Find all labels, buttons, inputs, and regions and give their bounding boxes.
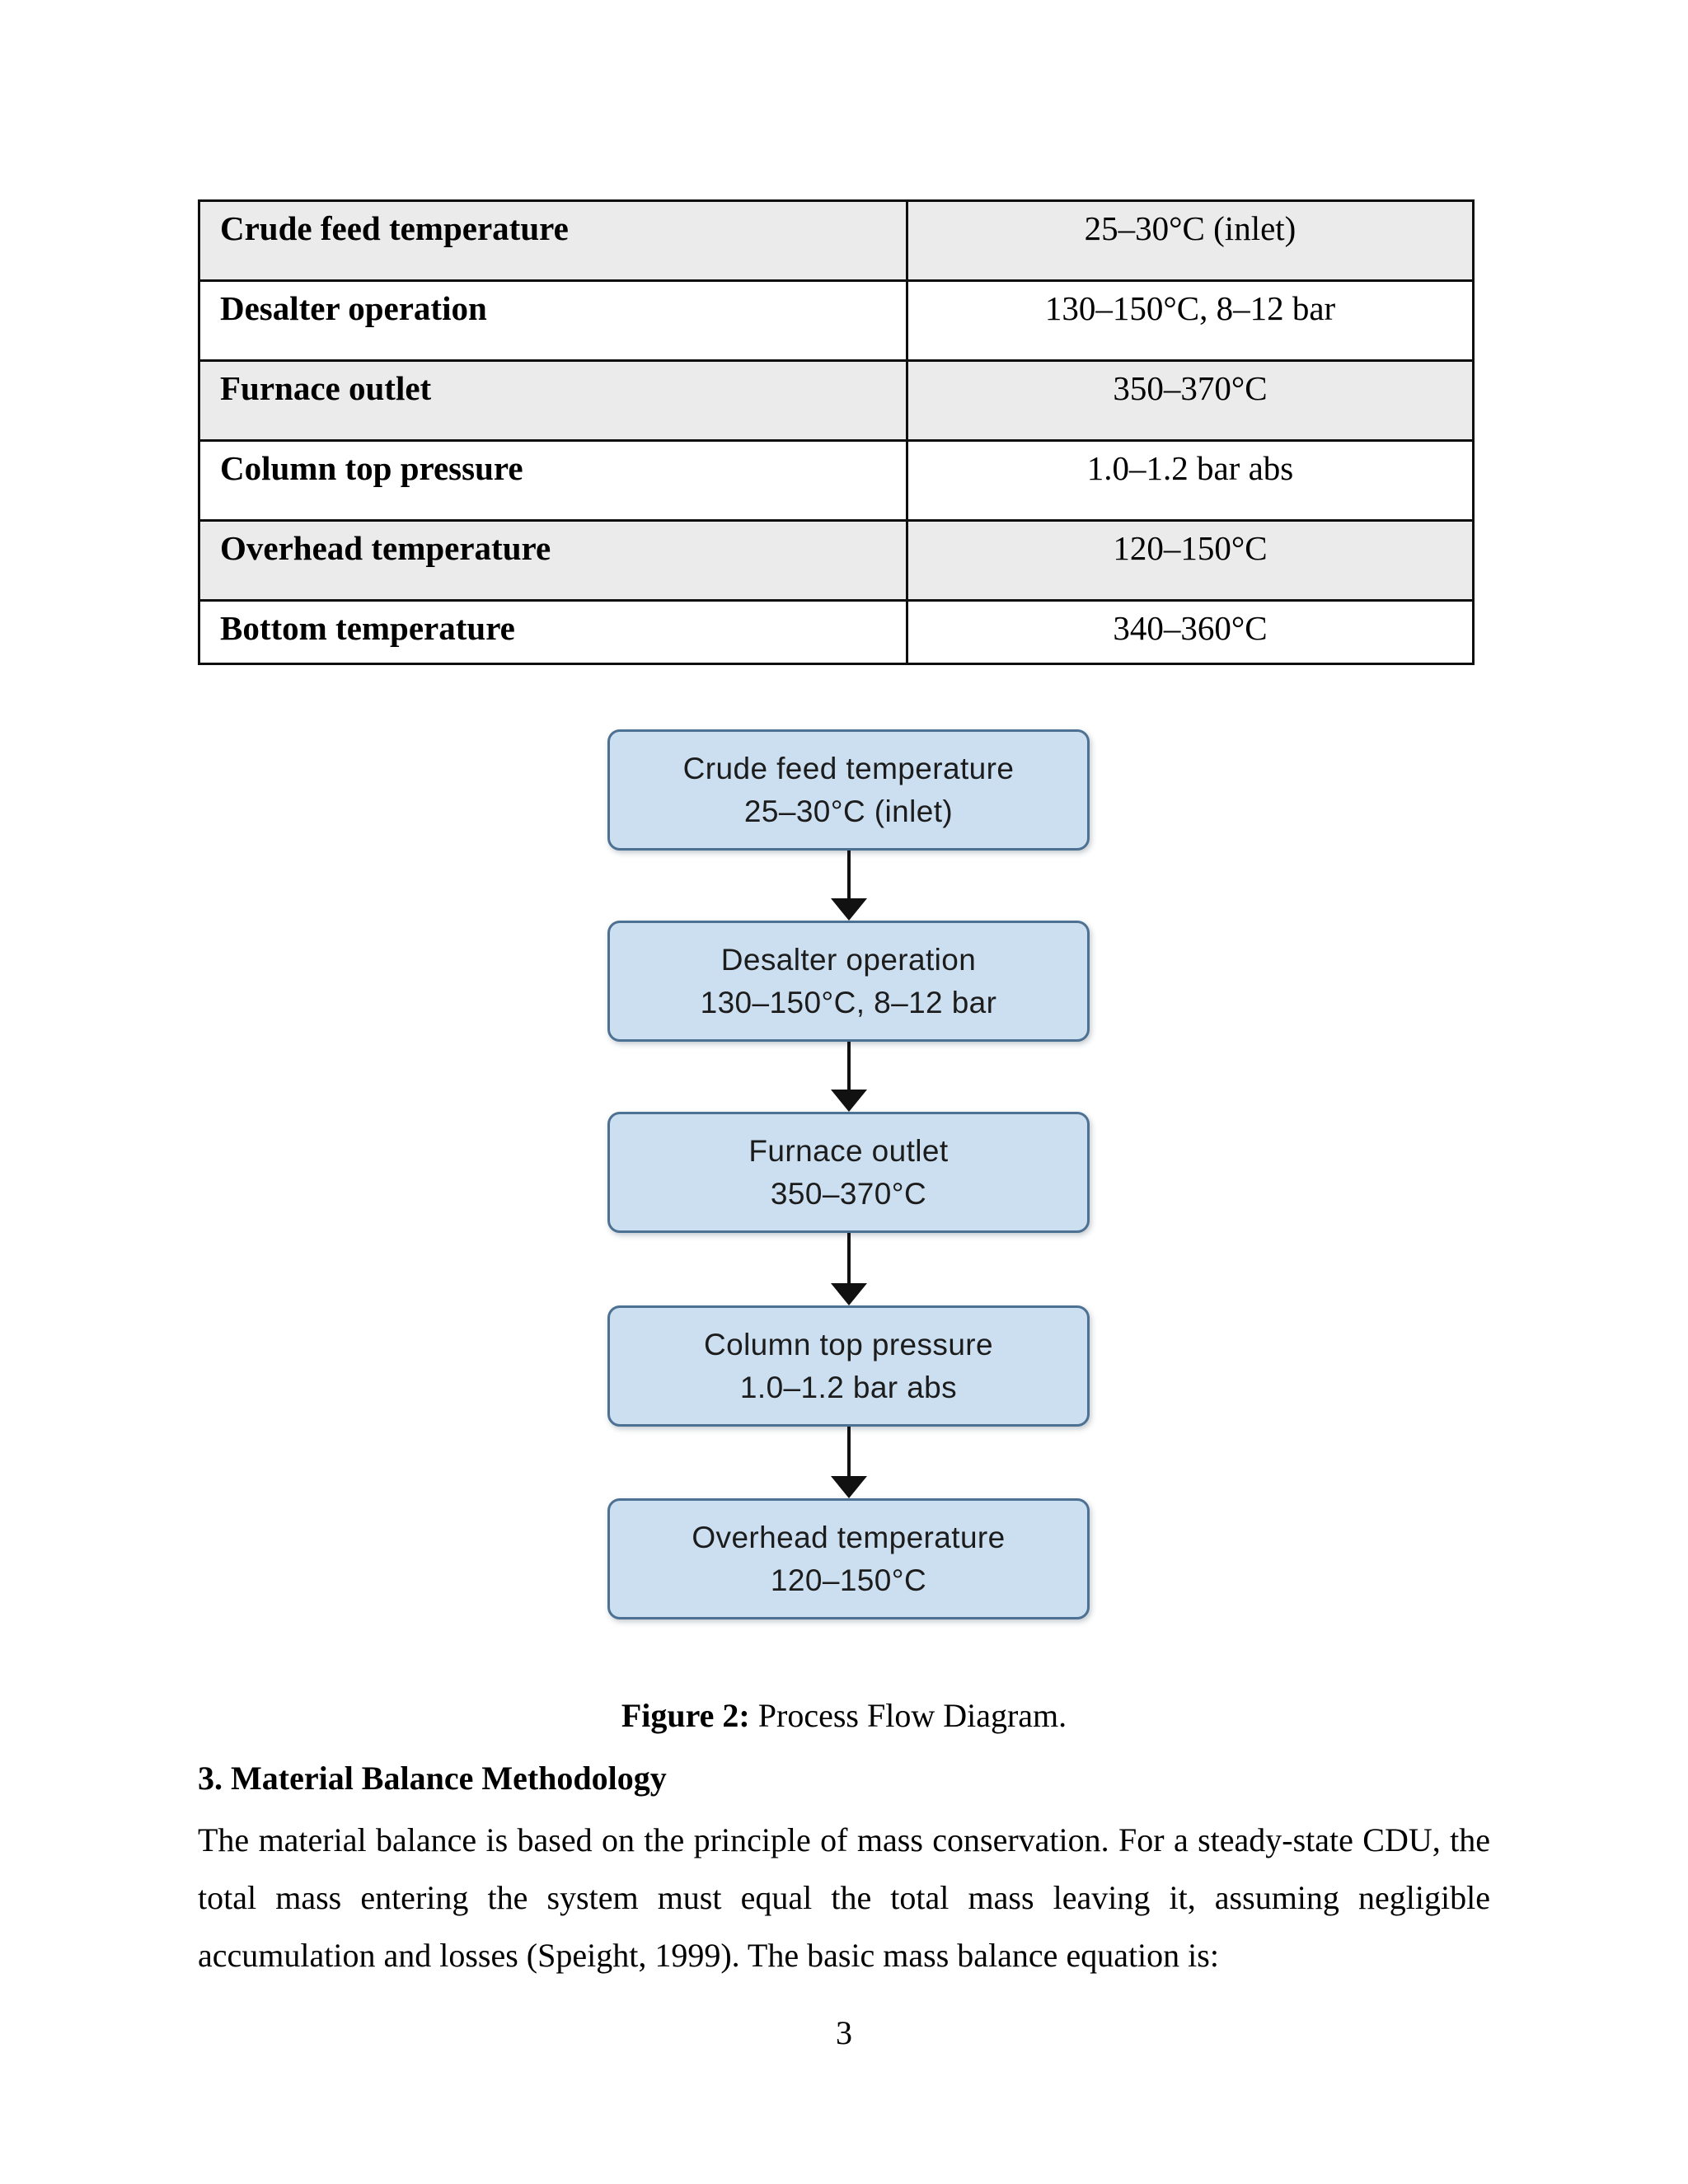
table-label-cell: Column top pressure xyxy=(198,439,908,522)
table-label-cell: Desalter operation xyxy=(198,279,908,362)
flow-arrow xyxy=(830,1042,868,1112)
table-value-cell: 130–150°C, 8–12 bar xyxy=(906,279,1475,362)
flow-box-title: Column top pressure xyxy=(703,1327,994,1361)
flow-box: Column top pressure 1.0–1.2 bar abs xyxy=(607,1305,1090,1427)
table-label-cell: Overhead temperature xyxy=(198,519,908,602)
paragraph-line: accumulation and losses (Speight, 1999).… xyxy=(198,1937,1219,1974)
arrow-head-icon xyxy=(831,1090,867,1112)
table-label-cell: Bottom temperature xyxy=(198,599,908,665)
table-value-cell: 1.0–1.2 bar abs xyxy=(906,439,1475,522)
arrow-shaft xyxy=(847,1042,851,1090)
page-number: 3 xyxy=(836,2014,852,2051)
flow-box: Furnace outlet 350–370°C xyxy=(607,1112,1090,1233)
table-label-cell: Crude feed temperature xyxy=(198,199,908,282)
flow-arrow xyxy=(830,851,868,921)
arrow-shaft xyxy=(847,851,851,898)
arrow-shaft xyxy=(847,1233,851,1283)
figure-caption: Figure 2: Process Flow Diagram. xyxy=(198,1694,1490,1737)
flow-arrow xyxy=(830,1427,868,1498)
table-value-cell: 120–150°C xyxy=(906,519,1475,602)
flow-box-subtitle: 120–150°C xyxy=(770,1563,927,1597)
flow-box-title: Overhead temperature xyxy=(692,1520,1006,1554)
section-heading: 3. Material Balance Methodology xyxy=(198,1760,667,1797)
arrow-head-icon xyxy=(831,898,867,921)
flow-box-title: Crude feed temperature xyxy=(682,751,1015,785)
figure-caption-label: Figure 2: xyxy=(621,1697,750,1734)
flow-box-title: Desalter operation xyxy=(720,942,977,977)
flow-arrow xyxy=(830,1233,868,1305)
arrow-shaft xyxy=(847,1427,851,1476)
flow-box-subtitle: 350–370°C xyxy=(770,1176,927,1211)
paragraph-line: total mass entering the system must equa… xyxy=(198,1879,1490,1916)
paragraph-line: The material balance is based on the pri… xyxy=(198,1821,1490,1858)
table-value-cell: 350–370°C xyxy=(906,359,1475,442)
flow-box: Overhead temperature 120–150°C xyxy=(607,1498,1090,1619)
flow-box-subtitle: 1.0–1.2 bar abs xyxy=(739,1370,958,1404)
flow-box-subtitle: 25–30°C (inlet) xyxy=(743,794,954,828)
flow-box: Desalter operation 130–150°C, 8–12 bar xyxy=(607,921,1090,1042)
table-label-cell: Furnace outlet xyxy=(198,359,908,442)
figure-caption-text: Process Flow Diagram. xyxy=(749,1697,1067,1734)
table-value-cell: 25–30°C (inlet) xyxy=(906,199,1475,282)
flow-box: Crude feed temperature 25–30°C (inlet) xyxy=(607,729,1090,851)
flow-box-subtitle: 130–150°C, 8–12 bar xyxy=(700,985,997,1019)
arrow-head-icon xyxy=(831,1283,867,1305)
table-value-cell: 340–360°C xyxy=(906,599,1475,665)
flow-box-title: Furnace outlet xyxy=(748,1133,949,1168)
arrow-head-icon xyxy=(831,1476,867,1498)
